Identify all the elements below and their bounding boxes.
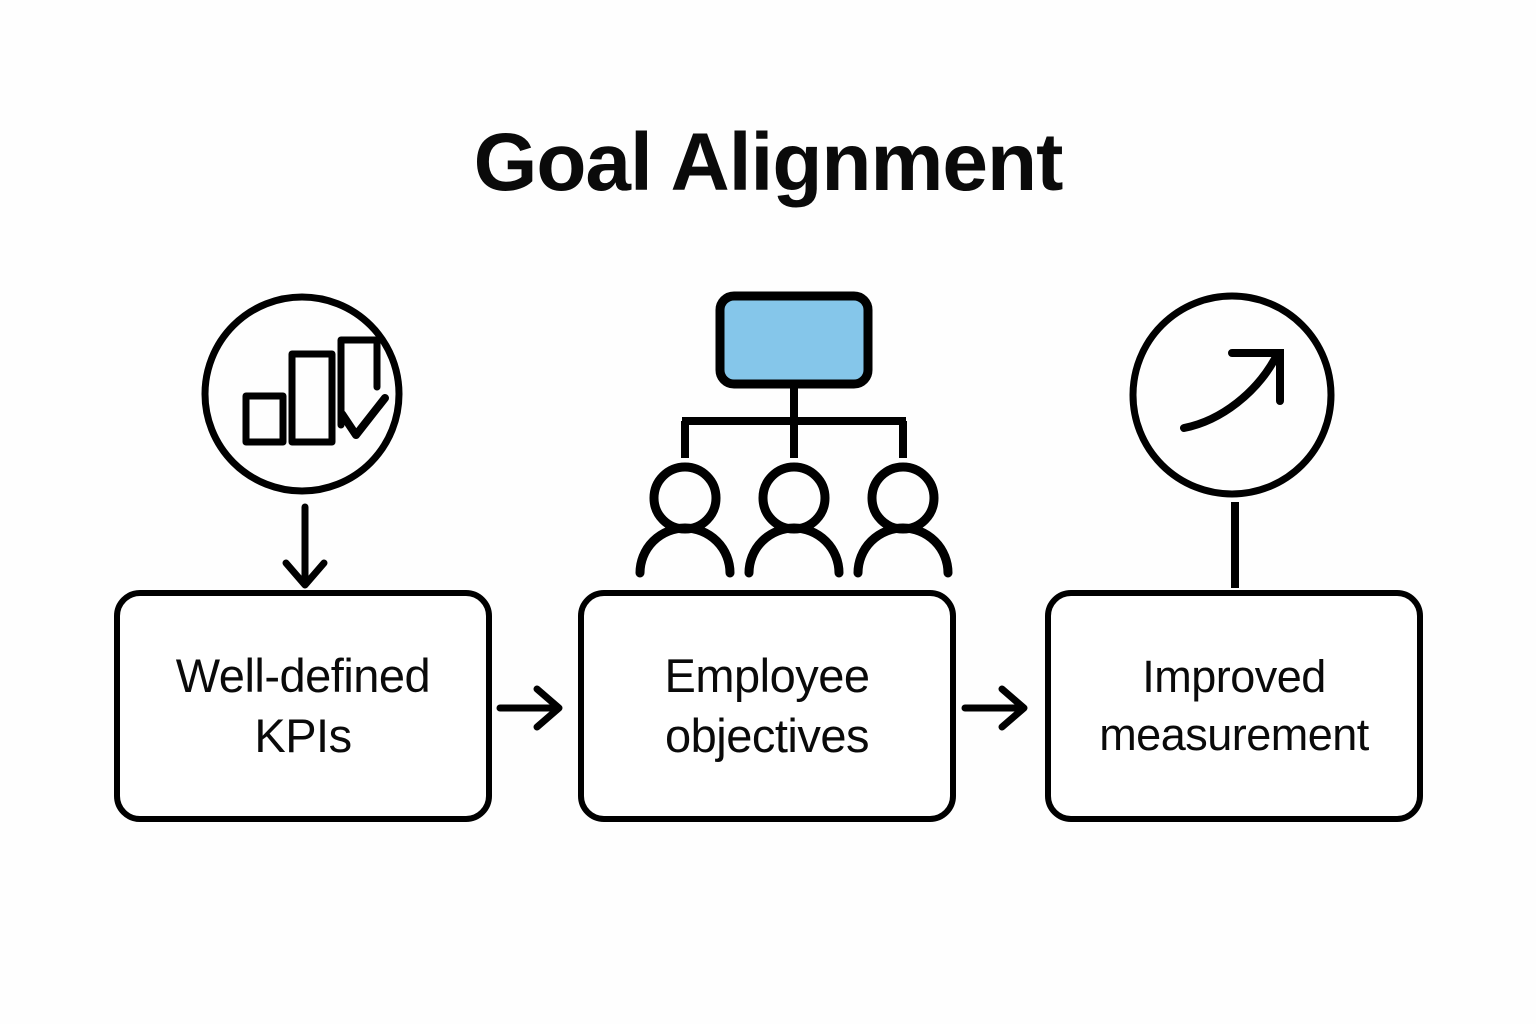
page-title: Goal Alignment (473, 117, 1064, 208)
connector-arrow-kpis-to-objectives (496, 678, 567, 738)
person-figure (853, 462, 953, 578)
org-chart-people-icon (630, 288, 975, 578)
step-label: Improved measurement (1095, 648, 1373, 763)
connector-down-arrow-kpi (270, 503, 340, 591)
step-label-line1: Improved (1142, 651, 1326, 703)
step-label: Employee objectives (655, 646, 880, 766)
step-box-improved-measurement[interactable]: Improved measurement (1045, 590, 1423, 822)
step-label-line2: objectives (665, 709, 870, 762)
step-label: Well-defined KPIs (166, 646, 440, 766)
org-manager-node (715, 291, 873, 389)
step-box-employee-objectives[interactable]: Employee objectives (578, 590, 956, 822)
connector-arrow-objectives-to-measurement (961, 678, 1032, 738)
bar-chart-check-circle-icon (200, 292, 404, 496)
person-figure (635, 462, 735, 578)
step-label-line1: Well-defined (175, 648, 431, 702)
step-box-well-defined-kpis[interactable]: Well-defined KPIs (114, 590, 492, 822)
connector-line-growth (1205, 498, 1265, 592)
growth-arrow-circle-icon (1128, 291, 1336, 499)
person-figure (744, 462, 844, 578)
step-label-line2: measurement (1099, 709, 1369, 760)
step-label-line1: Employee (664, 648, 871, 702)
step-label-line2: KPIs (254, 709, 352, 762)
